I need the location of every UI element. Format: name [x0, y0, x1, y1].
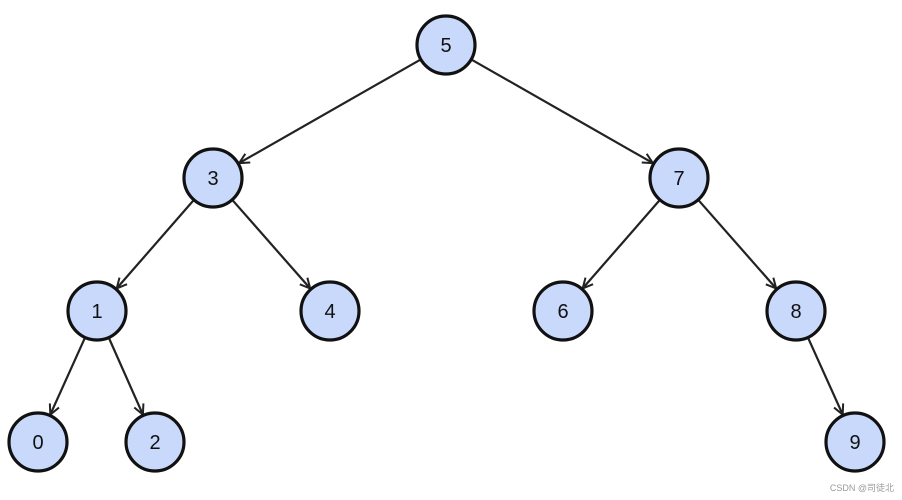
edge-5-to-3	[239, 58, 422, 163]
edge-7-to-6	[583, 199, 661, 289]
node-circle	[124, 411, 186, 473]
tree-node-4: 4	[299, 280, 361, 342]
tree-node-3: 3	[182, 147, 244, 209]
node-label: 6	[557, 301, 568, 323]
node-circle	[824, 411, 886, 473]
node-label: 8	[790, 301, 801, 323]
node-circle	[7, 411, 69, 473]
tree-node-8: 8	[765, 280, 827, 342]
node-circle	[66, 280, 128, 342]
edge-3-to-1	[117, 199, 195, 289]
node-label: 5	[440, 35, 451, 57]
edge-7-to-8	[697, 199, 776, 289]
node-label: 9	[849, 432, 860, 454]
node-circle	[648, 147, 710, 209]
tree-node-9: 9	[824, 411, 886, 473]
edge-8-to-9	[806, 336, 843, 414]
edge-5-to-7	[470, 58, 653, 163]
edge-3-to-4	[231, 199, 310, 289]
node-circle	[299, 280, 361, 342]
node-label: 1	[91, 301, 102, 323]
node-circle	[532, 280, 594, 342]
edge-1-to-0	[50, 336, 87, 414]
tree-node-5: 5	[415, 14, 477, 76]
node-circle	[182, 147, 244, 209]
tree-node-2: 2	[124, 411, 186, 473]
node-circle	[415, 14, 477, 76]
tree-node-1: 1	[66, 280, 128, 342]
node-label: 4	[324, 301, 335, 323]
watermark: CSDN @司徒北	[829, 483, 894, 493]
node-label: 7	[673, 168, 684, 190]
tree-node-7: 7	[648, 147, 710, 209]
node-label: 3	[207, 168, 218, 190]
tree-node-0: 0	[7, 411, 69, 473]
nodes-layer: 5 3 7 1 4 6 8 0 2 9	[7, 14, 886, 473]
edges-layer	[50, 58, 843, 415]
tree-node-6: 6	[532, 280, 594, 342]
node-circle	[765, 280, 827, 342]
node-label: 2	[149, 432, 160, 454]
node-label: 0	[32, 432, 43, 454]
edge-1-to-2	[107, 337, 143, 415]
